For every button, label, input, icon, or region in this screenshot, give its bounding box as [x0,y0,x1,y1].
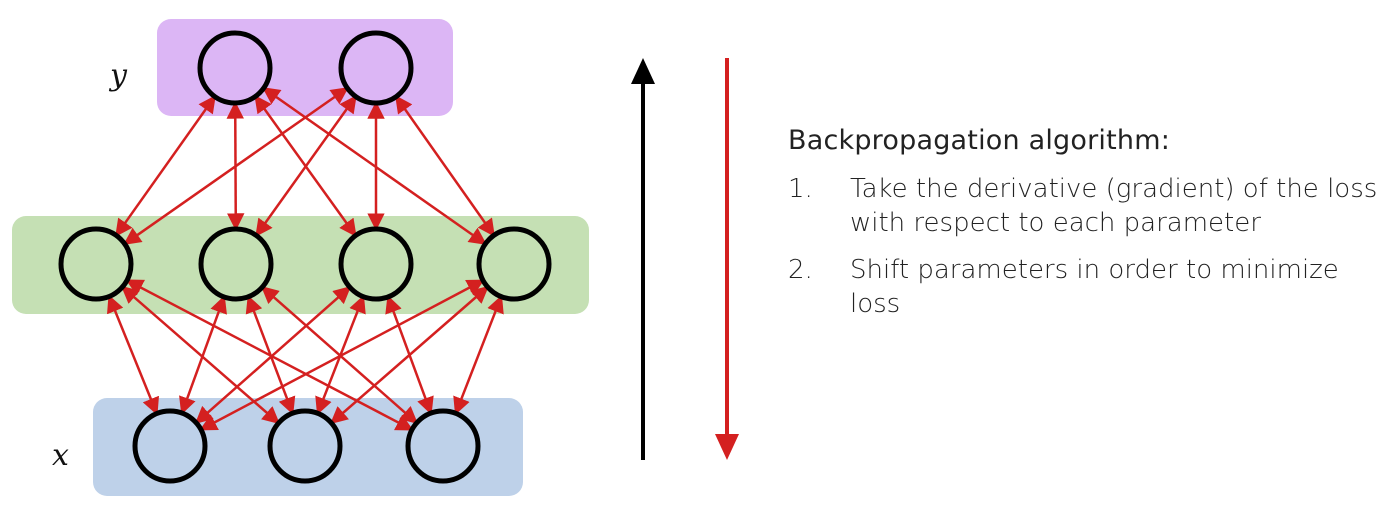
hidden-neuron [58,226,134,302]
input-neuron [132,408,208,484]
algorithm-title: Backpropagation algorithm: [788,125,1170,156]
connection-arrow [255,95,357,237]
hidden-neuron [476,226,552,302]
input-neuron [267,408,343,484]
step-number: 1. [788,174,813,204]
output-layer-label: y [110,58,127,93]
connection-arrow [395,95,495,237]
algorithm-step: 2. Shift parameters in order to minimize… [788,253,1388,321]
connections [107,87,504,431]
algorithm-panel: Backpropagation algorithm: 1. Take the d… [788,125,1388,334]
connection-arrow [179,295,227,415]
output-neuron [338,30,414,106]
hidden-neuron [338,226,414,302]
step-text: Take the derivative (gradient) of the lo… [850,174,1378,238]
forward-pass-arrow [631,58,655,460]
input-neuron [405,408,481,484]
step-text: Shift parameters in order to minimize lo… [850,255,1339,319]
hidden-neuron [198,226,274,302]
step-number: 2. [788,255,813,285]
algorithm-steps: 1. Take the derivative (gradient) of the… [788,172,1388,321]
nodes [58,30,552,484]
connection-arrow [453,294,504,416]
connection-arrow [245,295,296,415]
output-neuron [197,30,273,106]
backward-pass-arrow [715,58,739,460]
input-layer-label: x [52,438,69,473]
algorithm-step: 1. Take the derivative (gradient) of the… [788,172,1388,240]
